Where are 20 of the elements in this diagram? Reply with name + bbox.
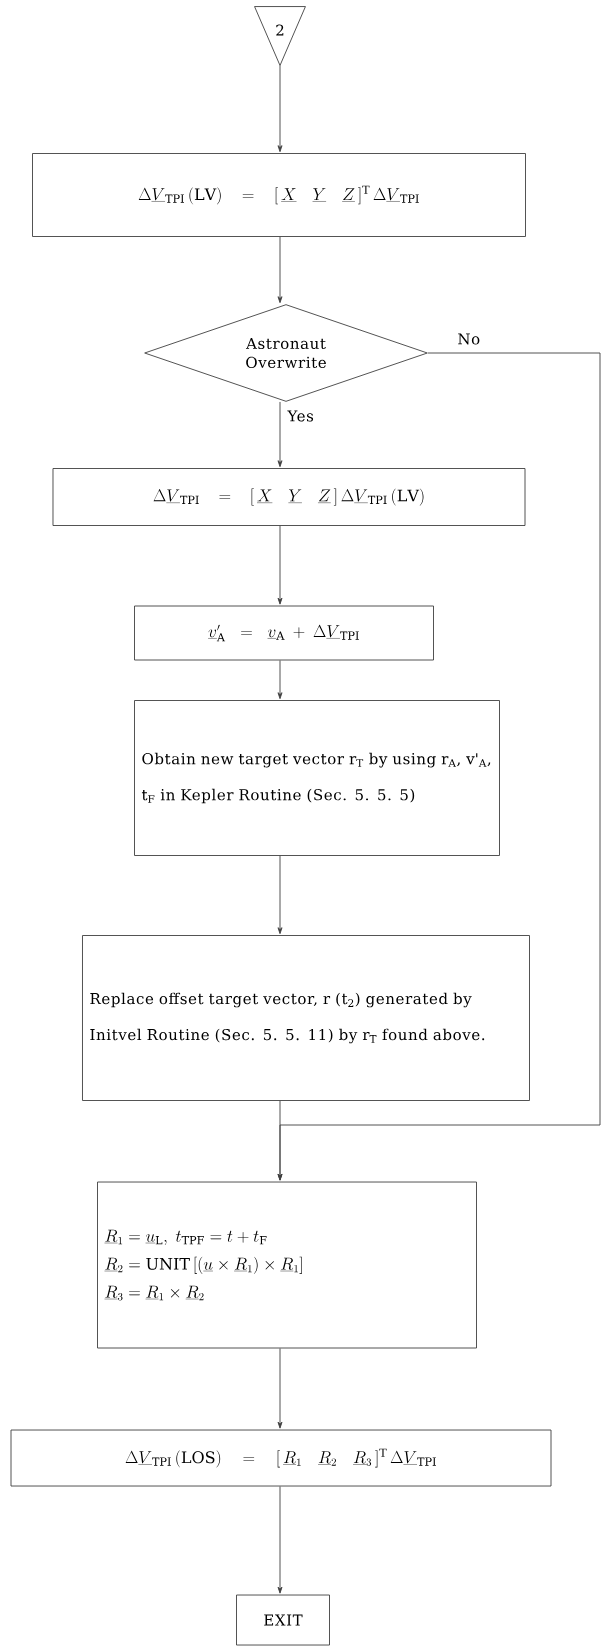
arrow — [277, 401, 283, 468]
arrow — [277, 236, 283, 304]
process-box: $\underline{R}_1 = \underline{u}_{\mathrm{L}},\; t_{\mathrm{TPF}} = t + t_{\mathrm{F}}$ $\underline{R}_2 = \mathrm{UNIT}\,[(\underline{u}\times\underline{R}_1)\times\underline{R}_1]$ $\underline{R}_3 = \underline{R}_1\times\underline{R}_2$ — [97, 1181, 477, 1349]
connector-triangle: 2 — [254, 6, 306, 66]
process-box: Replace offset target vector, r (t$_{2}$) generated by Initvel Routine (Sec. 5. 5. 11) by r$_{T}$ found above. — [82, 935, 530, 1101]
arrow — [277, 660, 283, 700]
arrow — [277, 65, 283, 153]
edge-label: Yes — [286, 409, 315, 423]
exit-box: EXIT — [236, 1594, 330, 1646]
process-box: $\Delta\underline{V}_{\mathrm{TPI}} = [\,\underline{X}\quad\underline{Y}\quad\underline{Z}\,]\,\Delta\underline{V}_{\mathrm{TPI}}\,(\mathrm{LV})$ — [52, 468, 526, 526]
arrow — [277, 1348, 283, 1429]
process-box: $\Delta\underline{V}_{\mathrm{TPI}}\,(\mathrm{LV}) = [\,\underline{X}\quad\underline{Y}\quad\underline{Z}\,]^{\mathrm{T}}\,\Delta\underline{V}_{\mathrm{TPI}}$ — [32, 153, 526, 237]
process-box: $\underline{v}'_{\mathrm{A}} = \underline{v}_{\mathrm{A}} + \Delta\underline{V}_{\mathrm{TPI}}$ — [134, 605, 434, 661]
arrow — [277, 1486, 283, 1594]
process-box: $\Delta\underline{V}_{\mathrm{TPI}}\,(\mathrm{LOS}) = [\,\underline{R}_1\quad\underline{R}_2\quad\underline{R}_3\,]^{\mathrm{T}}\,\Delta\underline{V}_{\mathrm{TPI}}$ — [10, 1429, 552, 1487]
edge-label: No — [456, 332, 482, 346]
arrow — [277, 525, 283, 605]
process-box: Obtain new target vector r$_{T}$ by using r$_{A}$, v'$_{A}$, t$_{F}$ in Kepler Routine (Sec. 5. 5. 5) — [134, 700, 500, 856]
arrow — [277, 352, 601, 1181]
arrow — [277, 855, 283, 935]
